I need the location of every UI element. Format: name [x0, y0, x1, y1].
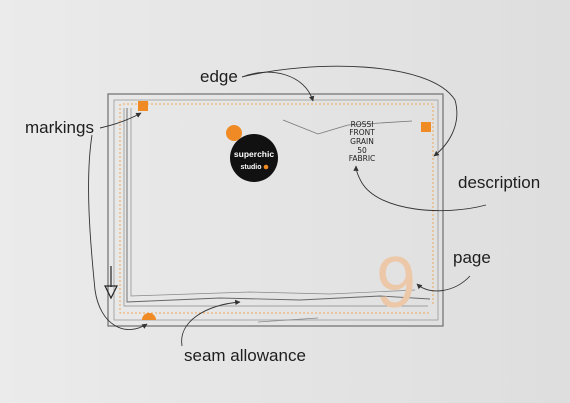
marking-square-left [138, 101, 148, 111]
dart-line [282, 119, 413, 135]
description-block: ROSSI FRONT GRAIN 50 FABRIC [349, 120, 376, 163]
allowance-line [123, 108, 428, 307]
cut-line [119, 104, 431, 314]
logo-accent-dot [226, 125, 242, 141]
marking-half-circle [142, 313, 156, 320]
cut-line-top [123, 103, 434, 304]
logo-dot-icon [263, 164, 269, 170]
sheet-edge [107, 93, 444, 327]
logo-line2: studio [241, 164, 262, 171]
label-page: page [453, 248, 491, 267]
hem-mark [257, 317, 319, 323]
description-line: ROSSI [351, 120, 374, 129]
callout-description [353, 165, 487, 212]
logo-badge [230, 134, 278, 182]
callout-edge-to-border [241, 71, 315, 102]
description-line: 50 [357, 146, 367, 155]
marking-square-right [421, 122, 431, 132]
logo-line1: superchic [234, 149, 274, 159]
label-markings: markings [25, 118, 94, 137]
callout-markings-to-square [99, 112, 142, 129]
seam-line [126, 108, 431, 303]
callout-markings-to-halfcircle [88, 134, 148, 330]
seam-line-inner [130, 108, 416, 297]
description-line: FRONT [349, 128, 375, 137]
page-number: 9 [376, 243, 416, 323]
label-seam-allowance: seam allowance [184, 346, 306, 365]
callout-edge-to-right [241, 65, 458, 157]
label-description: description [458, 173, 540, 192]
down-arrow-icon [104, 266, 118, 300]
callout-seam-allowance [181, 299, 241, 347]
callout-page [416, 275, 471, 292]
description-line: GRAIN [350, 137, 374, 146]
sheet-inner-edge [113, 99, 439, 321]
description-line: FABRIC [349, 154, 376, 163]
label-edge: edge [200, 67, 238, 86]
